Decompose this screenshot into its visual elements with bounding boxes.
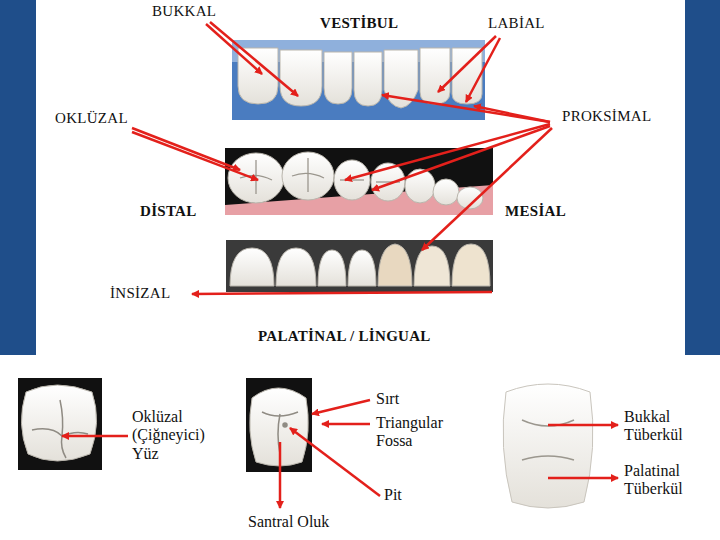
part-label: Triangular Fossa <box>376 414 472 451</box>
part-label: Santral Oluk <box>248 513 329 531</box>
part-label: Oklüzal (Çiğneyici) Yüz <box>132 408 232 463</box>
direction-label: DİSTAL <box>140 203 197 220</box>
part-label: Sırt <box>376 390 399 408</box>
face-label: PROKSİMAL <box>562 108 651 125</box>
face-label: OKLÜZAL <box>55 110 128 127</box>
region-label: PALATİNAL / LİNGUAL <box>258 328 431 345</box>
direction-label: MESİAL <box>505 203 566 220</box>
part-label: Pit <box>384 486 402 504</box>
face-label: İNSİZAL <box>110 285 170 302</box>
face-label: LABİAL <box>488 15 545 32</box>
part-label: Bukkal Tüberkül <box>624 408 712 445</box>
part-label: Palatinal Tüberkül <box>624 462 714 499</box>
face-label: BUKKAL <box>152 3 216 20</box>
region-label: VESTİBUL <box>320 15 398 32</box>
